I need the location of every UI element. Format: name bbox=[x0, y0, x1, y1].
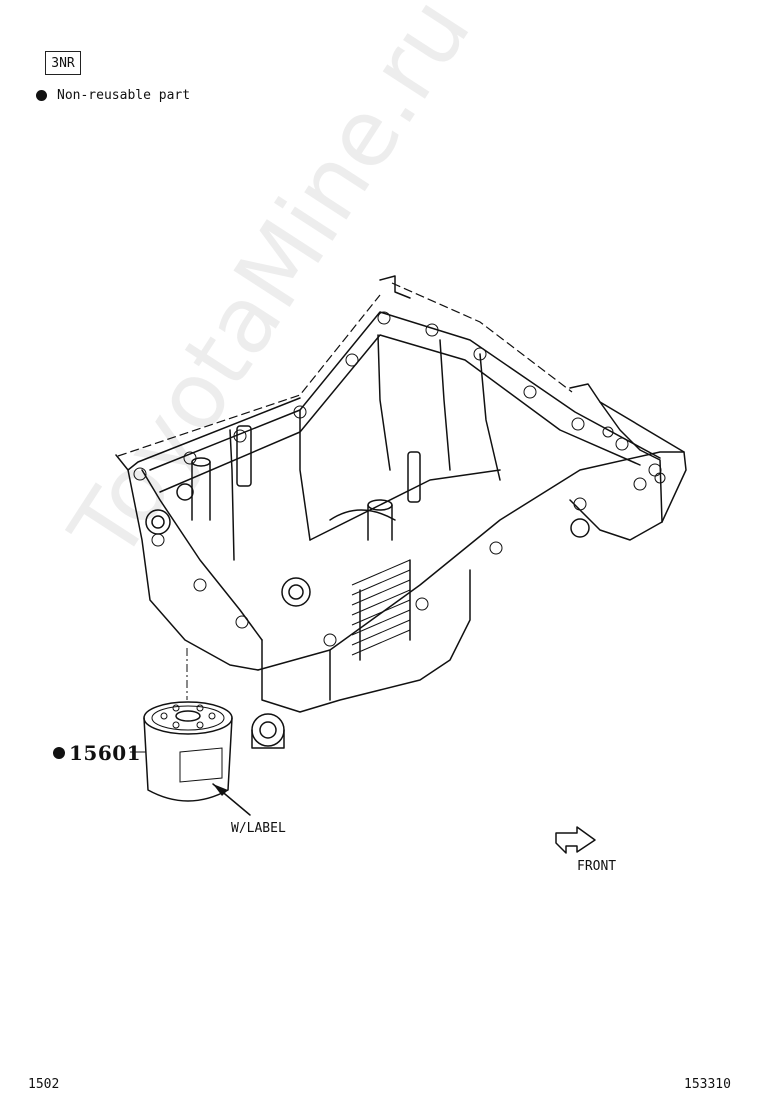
engine-code-badge: 3NR bbox=[45, 51, 81, 75]
front-label: FRONT bbox=[577, 859, 617, 874]
non-reusable-dot-icon bbox=[36, 90, 47, 101]
oil-filter-drawing bbox=[130, 648, 251, 816]
part-callout-15601: 15601 bbox=[53, 741, 141, 765]
legend-text: Non-reusable part bbox=[57, 88, 191, 103]
legend: Non-reusable part bbox=[36, 88, 190, 103]
footer-left-code: 1502 bbox=[28, 1077, 60, 1092]
front-arrow-icon bbox=[555, 826, 596, 854]
part-number: 15601 bbox=[69, 741, 142, 765]
footer-right-code: 153310 bbox=[684, 1077, 731, 1092]
oil-pan-drawing bbox=[115, 275, 687, 749]
label-note: W/LABEL bbox=[231, 821, 286, 836]
non-reusable-dot-icon bbox=[53, 747, 65, 759]
